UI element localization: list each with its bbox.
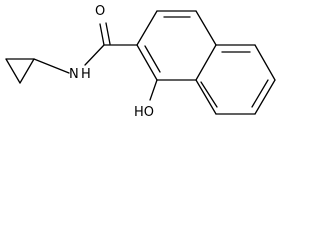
- cyclopropyl-bond: [5, 58, 21, 84]
- c-oh-bond: [149, 79, 158, 101]
- carbonyl-double-bond: [99, 23, 105, 46]
- atom-labels: O N H HO: [69, 4, 154, 120]
- aromatic-inner-bond: [144, 45, 161, 73]
- aromatic-inner-bond: [200, 81, 218, 108]
- amide-hydrogen-label: H: [81, 67, 91, 82]
- ring-bond: [195, 44, 217, 81]
- carbonyl-oxygen-label: O: [95, 4, 105, 19]
- amide-nitrogen-label: N: [69, 67, 79, 82]
- ring-bond: [136, 10, 158, 46]
- ring-bond: [254, 79, 276, 115]
- chemical-structure: O N H HO: [5, 4, 276, 120]
- carbonyl-double-bond: [105, 22, 111, 45]
- ring-bond: [195, 79, 217, 115]
- ring-bond: [136, 44, 158, 81]
- cyclopropyl-bond: [19, 58, 35, 84]
- ring-bond: [254, 44, 276, 81]
- c-n-bond: [33, 58, 70, 74]
- n-c-bond: [84, 44, 105, 66]
- bonds: [5, 10, 276, 115]
- structure-canvas: O N H HO: [0, 0, 282, 120]
- ring-bond: [195, 10, 217, 46]
- hydroxyl-label: HO: [134, 105, 154, 120]
- aromatic-inner-bond: [251, 79, 269, 108]
